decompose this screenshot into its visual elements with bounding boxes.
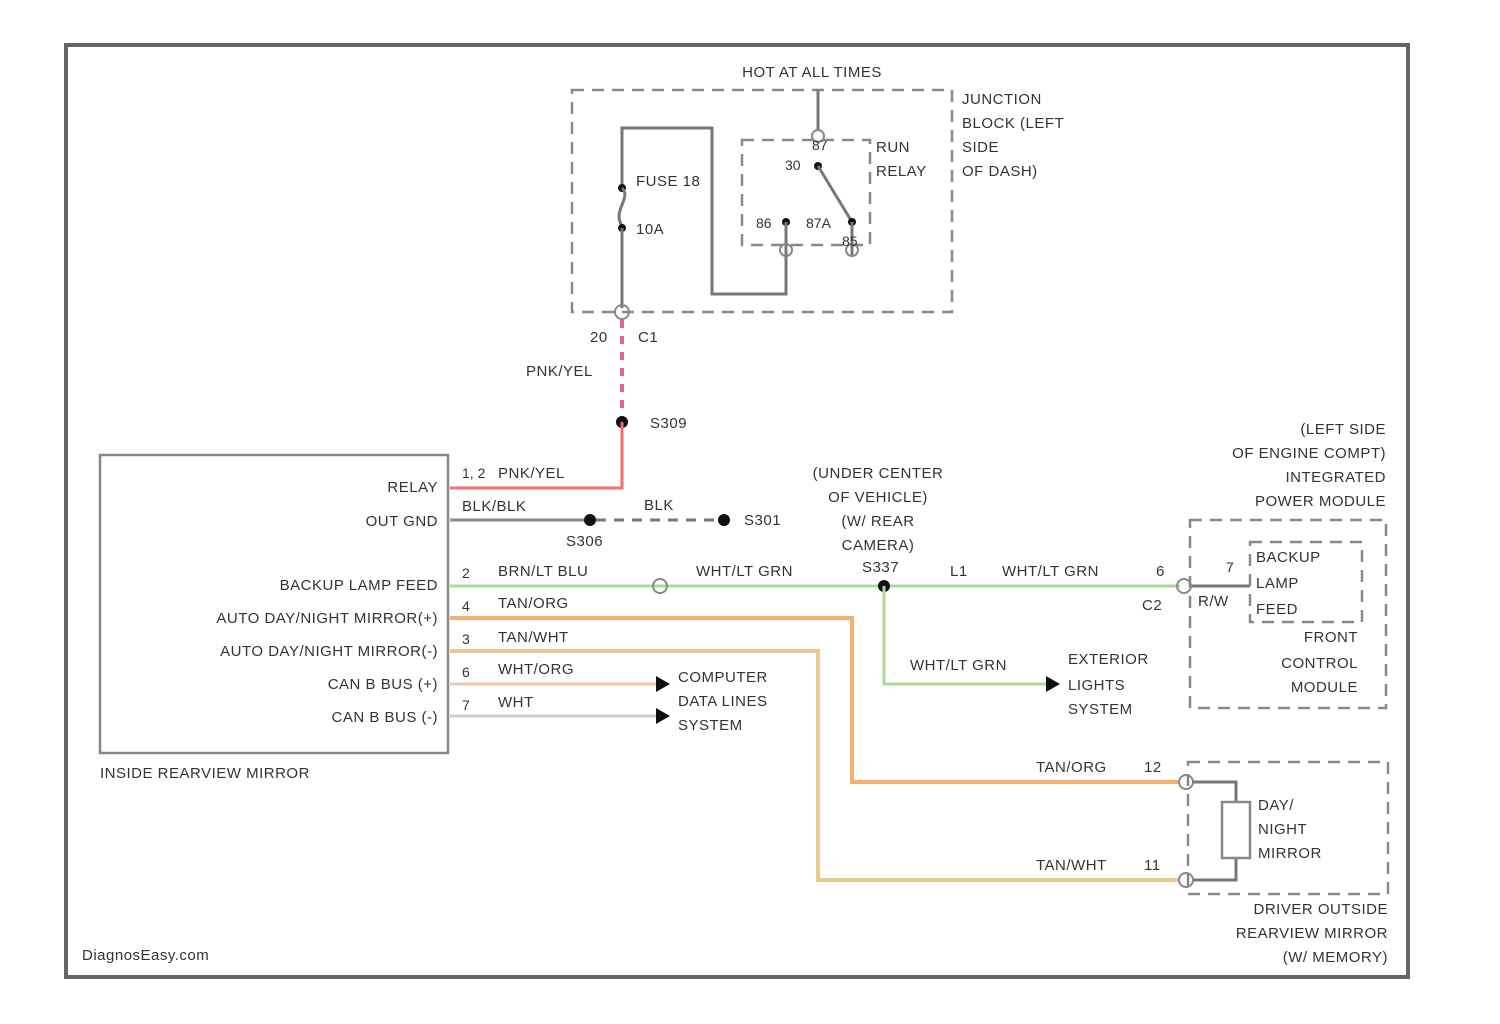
exterior-wire-label: WHT/LT GRN: [910, 657, 1007, 674]
run-relay-label-2: RELAY: [876, 163, 927, 180]
tan-wht-label-1: TAN/WHT: [498, 629, 569, 646]
fcm-inner-line-2: LAMP: [1256, 575, 1299, 592]
splice-s306-label: S306: [566, 533, 603, 550]
connector-c2-label: C2: [1142, 597, 1162, 614]
fuse-amp-label: 10A: [636, 221, 664, 238]
outside-mirror-title-3: (W/ MEMORY): [1283, 949, 1388, 966]
under-center-line-4: CAMERA): [842, 537, 915, 554]
mirror-pin-backup: 2: [462, 565, 470, 581]
fcm-inner-line-1: BACKUP: [1256, 549, 1321, 566]
fcm-inner-line-3: FEED: [1256, 601, 1298, 618]
can-b-pos-arrow: [656, 676, 670, 692]
relay-wire-label: PNK/YEL: [498, 465, 565, 482]
exterior-lights-line-1: EXTERIOR: [1068, 651, 1149, 668]
mirror-row-can-b-neg: CAN B BUS (-): [331, 709, 438, 726]
outside-mirror-title-2: REARVIEW MIRROR: [1236, 925, 1388, 942]
gnd-wire-label: BLK/BLK: [462, 498, 526, 515]
ipm-pin-6-label: 6: [1156, 563, 1165, 580]
under-center-line-2: OF VEHICLE): [828, 489, 928, 506]
wht-org-label: WHT/ORG: [498, 661, 574, 678]
run-relay-label-1: RUN: [876, 139, 910, 156]
ipm-line-2: OF ENGINE COMPT): [1232, 445, 1386, 462]
junction-block-outline: [572, 90, 952, 312]
pnk-yel-label: PNK/YEL: [526, 363, 593, 380]
connector-l1-label: L1: [950, 563, 968, 580]
tan-org-label-2: TAN/ORG: [1036, 759, 1107, 776]
c1-connector-label: C1: [638, 329, 658, 346]
tan-wht-label-2: TAN/WHT: [1036, 857, 1107, 874]
fcm-line-2: CONTROL: [1281, 655, 1358, 672]
c1-pin-label: 20: [590, 329, 608, 346]
mirror-pin-dim-pos: 4: [462, 598, 470, 614]
fcm-line-1: FRONT: [1304, 629, 1358, 646]
junction-title-line-3: SIDE: [962, 139, 999, 156]
outside-mirror-inner-2: NIGHT: [1258, 821, 1307, 838]
fcm-line-3: MODULE: [1291, 679, 1358, 696]
relay-pin-85-label: 85: [842, 233, 858, 249]
relay-pin-30-label: 30: [785, 157, 801, 173]
mirror-row-auto-dimming-neg: AUTO DAY/NIGHT MIRROR(-): [220, 643, 438, 660]
outside-mirror-internal-wire: [1193, 782, 1236, 880]
junction-title-line-4: OF DASH): [962, 163, 1038, 180]
mirror-pin-dim-neg: 3: [462, 631, 470, 647]
mirror-row-can-b-pos: CAN B BUS (+): [328, 676, 438, 693]
exterior-lights-line-3: SYSTEM: [1068, 701, 1133, 718]
ipm-line-1: (LEFT SIDE: [1300, 421, 1386, 438]
under-center-line-3: (W/ REAR: [841, 513, 914, 530]
diagram-frame: [66, 45, 1408, 977]
outside-mirror-inner-3: MIRROR: [1258, 845, 1322, 862]
backup-wht-ltgrn-label-1: WHT/LT GRN: [696, 563, 793, 580]
fcm-pin-7: 7: [1226, 559, 1234, 575]
computer-data-line-1: COMPUTER: [678, 669, 768, 686]
fuse-18-label: FUSE 18: [636, 173, 700, 190]
junction-block: HOT AT ALL TIMES JUNCTION BLOCK (LEFT SI…: [572, 64, 1064, 346]
mirror-pin-can-pos: 6: [462, 664, 470, 680]
exterior-lights-line-2: LIGHTS: [1068, 677, 1125, 694]
mirror-pin-can-neg: 7: [462, 697, 470, 713]
junction-title-line-2: BLOCK (LEFT: [962, 115, 1064, 132]
splice-s306: [584, 514, 596, 526]
outside-mirror-pin-11-terminal: [1179, 873, 1193, 887]
can-b-neg-arrow: [656, 708, 670, 724]
splice-s301: [718, 514, 730, 526]
relay-switch-arm: [818, 166, 852, 222]
relay-pin-87a-label: 87A: [806, 215, 832, 231]
fuse-loop-wire: [622, 128, 786, 294]
backup-wire-label: BRN/LT BLU: [498, 563, 588, 580]
mirror-row-backup-lamp-feed: BACKUP LAMP FEED: [280, 577, 438, 594]
mirror-row-auto-dimming-pos: AUTO DAY/NIGHT MIRROR(+): [216, 610, 438, 627]
fcm-rw-label: R/W: [1198, 593, 1229, 610]
inside-rearview-mirror: INSIDE REARVIEW MIRROR RELAY OUT GND BAC…: [100, 455, 486, 782]
splice-s309-label: S309: [650, 415, 687, 432]
inside-mirror-title: INSIDE REARVIEW MIRROR: [100, 765, 310, 782]
splice-s301-label: S301: [744, 512, 781, 529]
junction-title-line-1: JUNCTION: [962, 91, 1042, 108]
mirror-row-relay: RELAY: [387, 479, 438, 496]
ipm-line-3: INTEGRATED: [1285, 469, 1386, 486]
outside-mirror-pin-12-terminal: [1179, 775, 1193, 789]
outside-mirror-title-1: DRIVER OUTSIDE: [1253, 901, 1388, 918]
outside-mirror-inner-1: DAY/: [1258, 797, 1294, 814]
blk-label: BLK: [644, 497, 674, 514]
driver-outside-mirror: DAY/ NIGHT MIRROR DRIVER OUTSIDE REARVIE…: [1179, 762, 1388, 966]
splice-s337-label: S337: [862, 559, 899, 576]
mirror-row-out-gnd: OUT GND: [366, 513, 438, 530]
backup-wht-ltgrn-label-2: WHT/LT GRN: [1002, 563, 1099, 580]
under-center-line-1: (UNDER CENTER: [813, 465, 944, 482]
computer-data-line-2: DATA LINES: [678, 693, 767, 710]
wht-label: WHT: [498, 694, 534, 711]
watermark: DiagnosEasy.com: [82, 947, 209, 964]
pin-11-label: 11: [1144, 857, 1161, 874]
tan-org-label-1: TAN/ORG: [498, 595, 569, 612]
relay-pin-86-label: 86: [756, 215, 772, 231]
hot-at-all-times-label: HOT AT ALL TIMES: [742, 64, 882, 81]
mirror-pin-relay: 1, 2: [462, 465, 486, 481]
ipm-line-4: POWER MODULE: [1255, 493, 1386, 510]
fuse-18-element: [619, 188, 625, 226]
day-night-mirror-element: [1222, 802, 1250, 858]
exterior-lights-arrow: [1046, 676, 1060, 692]
pin-12-label: 12: [1144, 759, 1162, 776]
computer-data-line-3: SYSTEM: [678, 717, 743, 734]
